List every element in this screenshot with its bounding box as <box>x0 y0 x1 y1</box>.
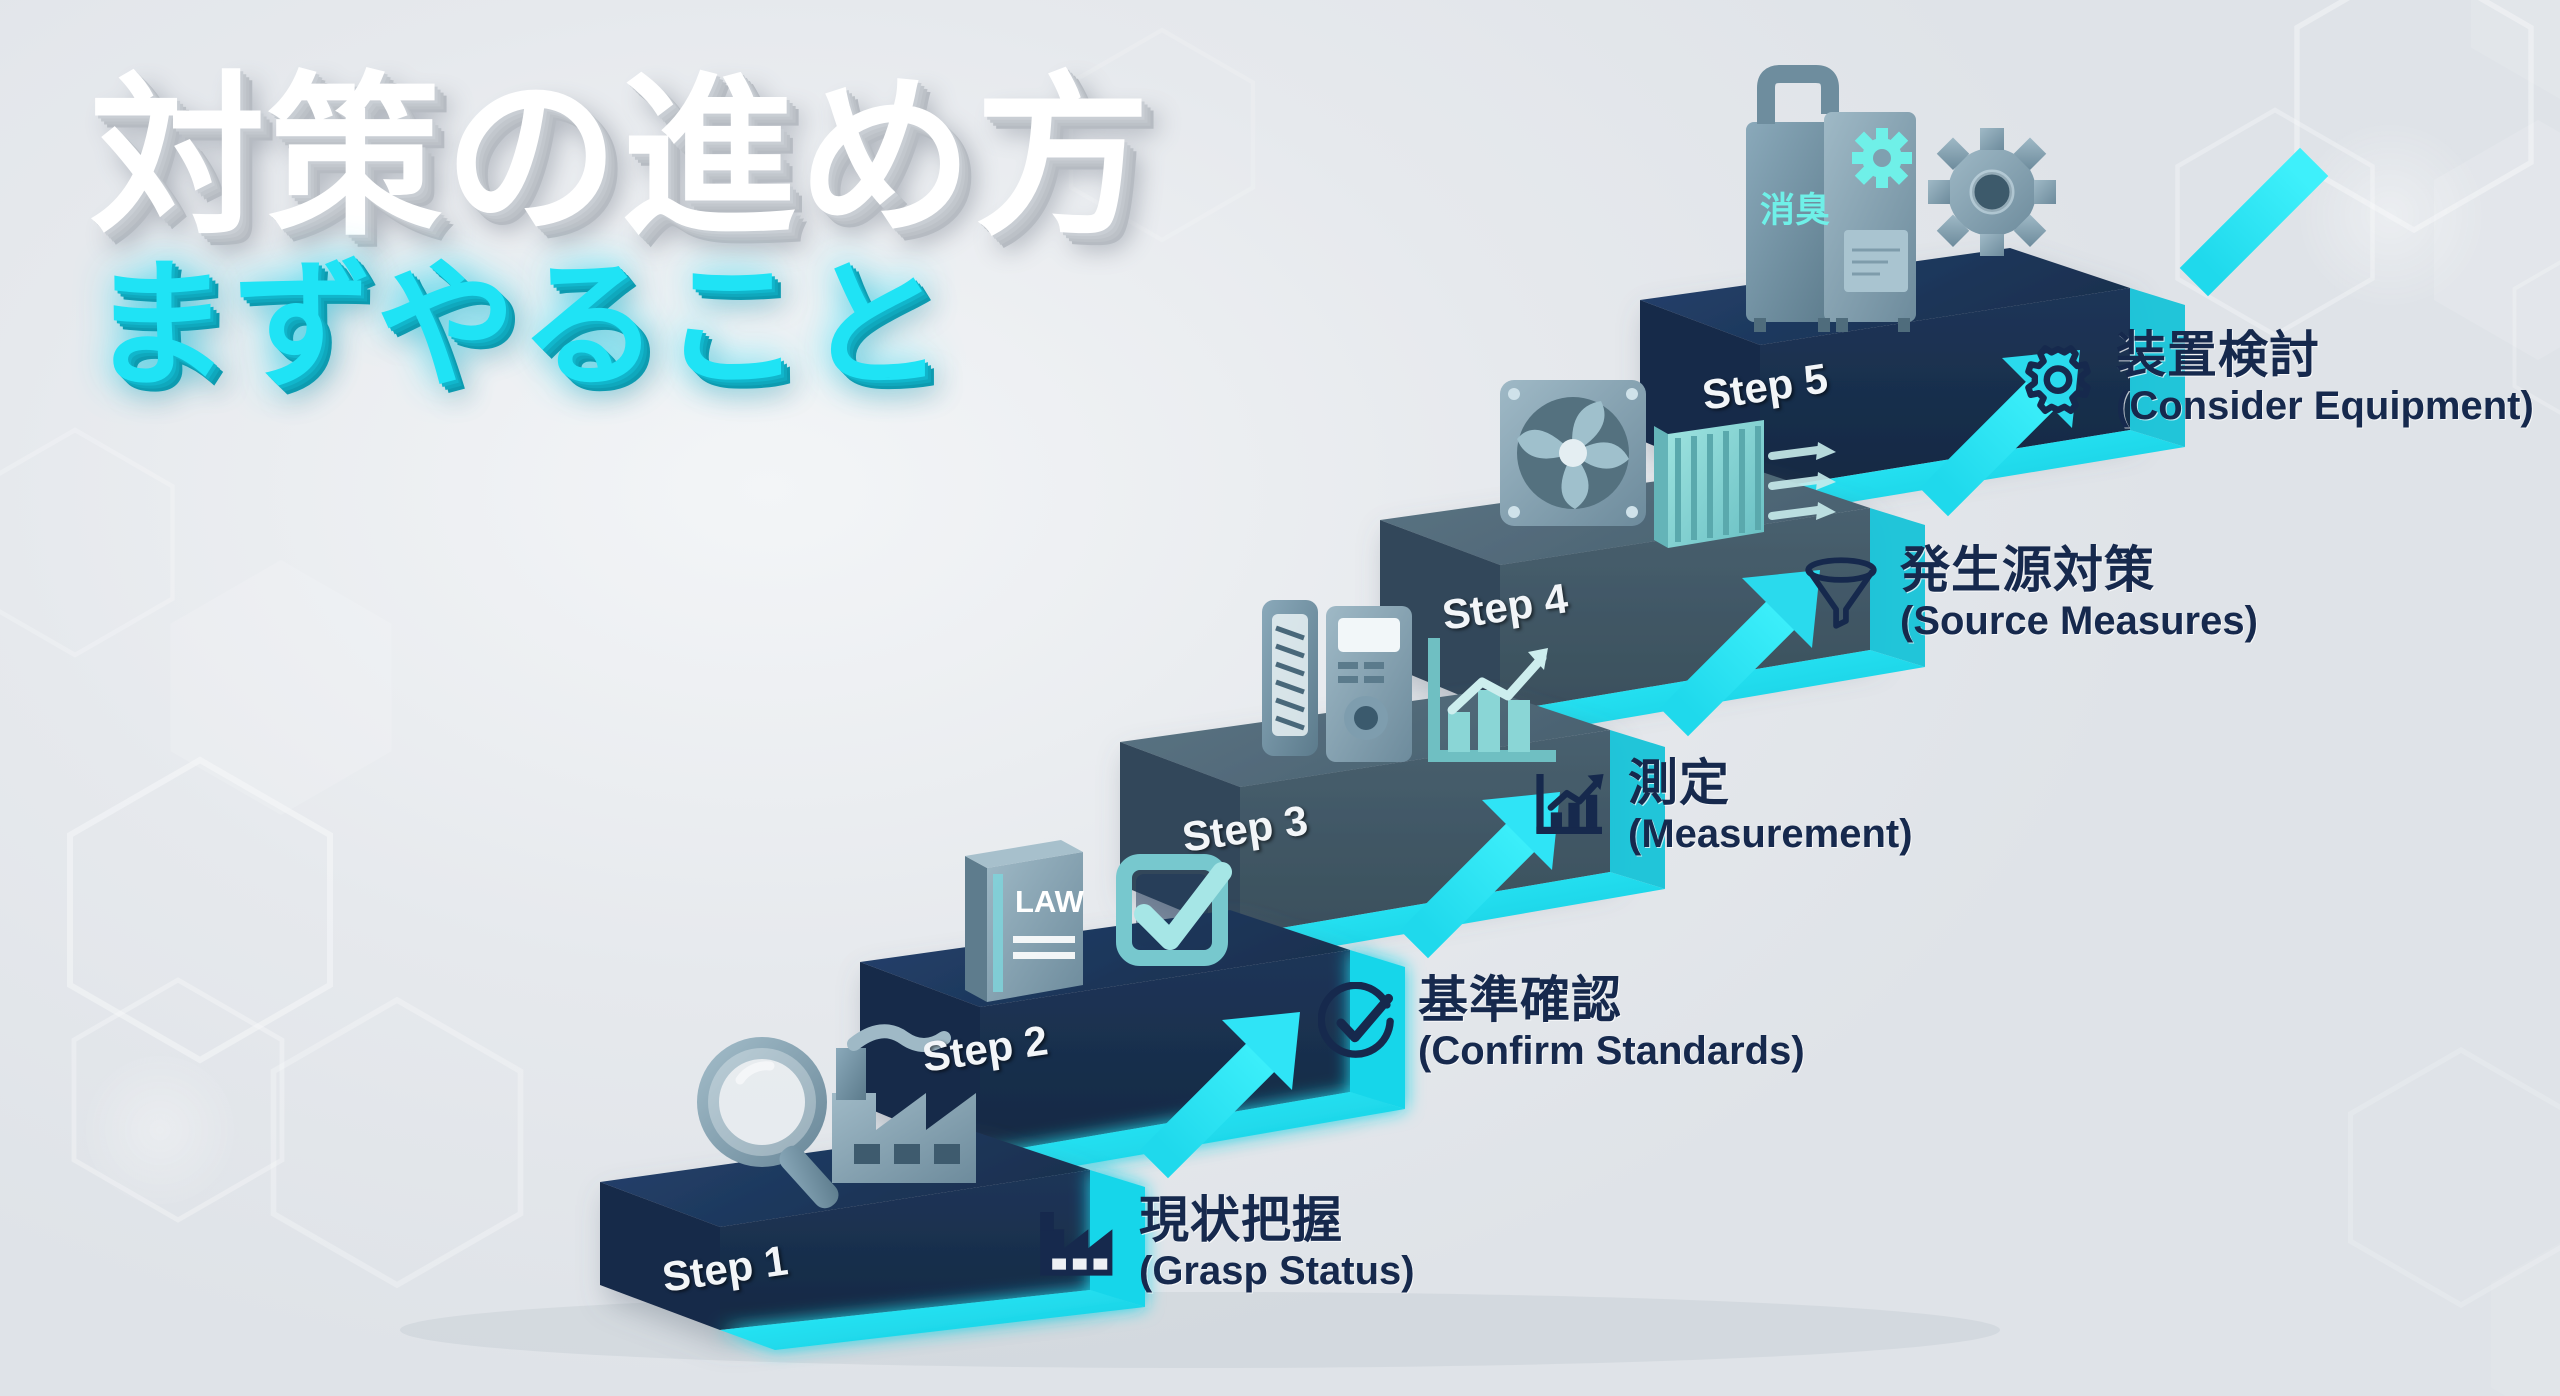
factory-3d-icon <box>832 1024 976 1183</box>
step-1-label-en: (Grasp Status) <box>1139 1249 1415 1293</box>
arrow-step-3-to-4 <box>1659 570 1820 737</box>
page-title-sub: まずやること <box>90 246 949 404</box>
detector-3d-icon <box>1262 600 1318 756</box>
filter-3d-icon <box>1654 420 1836 548</box>
title-block: 対策の進め方 まずやること <box>90 61 1152 404</box>
check-circle-icon <box>1318 982 1394 1058</box>
magnifier-3d-icon <box>697 1037 839 1209</box>
gear-glyph-on-unit <box>1852 128 1912 188</box>
analyzer-3d-icon <box>1326 606 1412 762</box>
step-2-label: 基準確認 (Confirm Standards) <box>1318 975 1805 1071</box>
svg-text:LAW: LAW <box>1015 884 1085 919</box>
step-5-label-jp: 装置検討 <box>2116 327 2320 383</box>
gear-icon <box>2025 345 2091 414</box>
gear-3d-icon <box>1928 128 2056 256</box>
step-2-label-en: (Confirm Standards) <box>1418 1029 1805 1073</box>
checkbox-3d-icon <box>1116 854 1232 966</box>
bar-chart-icon <box>1536 774 1604 834</box>
step-1-label: 現状把握 (Grasp Status) <box>1035 1195 1415 1291</box>
chart-3d-icon <box>1428 638 1556 762</box>
step-5-label-en: (Consider Equipment) <box>2116 384 2534 428</box>
arrow-step-1-to-2 <box>1139 1012 1300 1179</box>
step-5-label: 装置検討 (Consider Equipment) <box>2018 330 2534 426</box>
step-3-label: 測定 (Measurement) <box>1530 758 1913 854</box>
step-4-label-en: (Source Measures) <box>1900 599 2258 643</box>
step-4-label: 発生源対策 (Source Measures) <box>1800 545 2258 641</box>
factory-icon <box>1040 1212 1113 1276</box>
deodorizer-unit-label: 消臭 <box>1760 191 1830 230</box>
step-4-label-jp: 発生源対策 <box>1900 542 2155 598</box>
fan-3d-icon <box>1500 380 1646 526</box>
step-2-label-jp: 基準確認 <box>1418 972 1622 1028</box>
page-title-main: 対策の進め方 <box>90 61 1152 256</box>
law-book-3d-icon: LAW <box>965 840 1085 1002</box>
deodorizer-unit-3d-icon: 消臭 <box>1746 65 1916 332</box>
step-3-label-jp: 測定 <box>1628 755 1730 811</box>
funnel-icon <box>1805 557 1877 629</box>
step-1-label-jp: 現状把握 <box>1139 1192 1343 1248</box>
step-3-label-en: (Measurement) <box>1628 812 1913 856</box>
arrow-step-5-final <box>2179 147 2329 297</box>
